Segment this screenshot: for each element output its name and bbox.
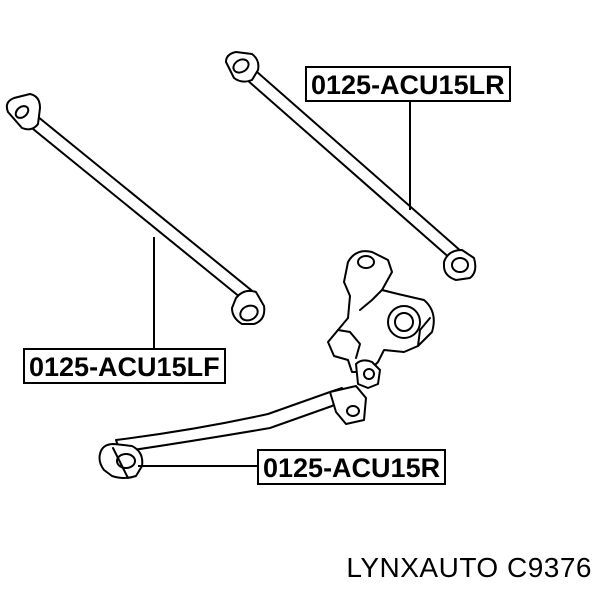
upper-right-control-arm <box>225 51 477 281</box>
upper-left-control-arm <box>5 93 266 325</box>
part-label-r: 0125-ACU15R <box>257 449 447 485</box>
part-label-lr: 0125-ACU15LR <box>305 66 511 102</box>
lower-control-arm <box>98 385 367 479</box>
brand-caption: LYNXAUTO C9376 <box>346 552 592 583</box>
steering-knuckle <box>327 250 435 389</box>
part-label-lf: 0125-ACU15LF <box>23 348 226 384</box>
